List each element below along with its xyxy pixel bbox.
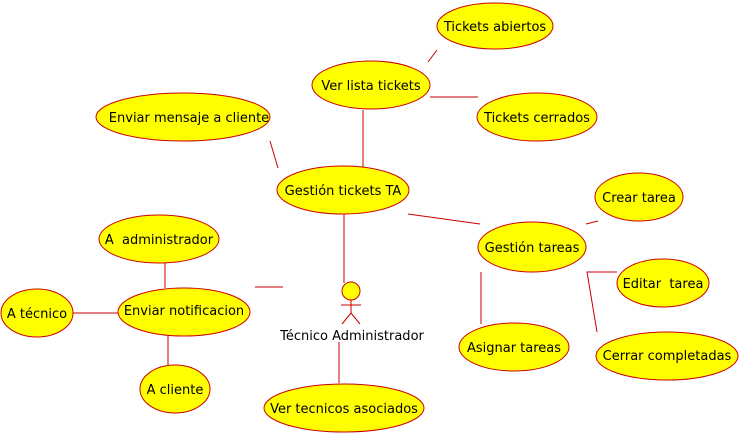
usecase-ver-lista-tickets[interactable]: Ver lista tickets [311, 60, 431, 110]
usecase-cerrar-completadas[interactable]: Cerrar completadas [595, 331, 739, 381]
usecase-gestion-tickets-ta[interactable]: Gestión tickets TA [276, 165, 410, 215]
actor-right-leg [350, 312, 361, 325]
usecase-enviar-notificacion[interactable]: Enviar notificacion [117, 287, 251, 337]
usecase-label: Editar tarea [623, 277, 704, 292]
usecase-label: Asignar tareas [467, 341, 561, 356]
usecase-tickets-cerrados[interactable]: Tickets cerrados [476, 92, 598, 142]
actor-head [341, 281, 361, 301]
link-ver-lista-to-abiertos [427, 49, 438, 63]
usecase-a-administrador[interactable]: A administrador [98, 214, 220, 264]
link-gestion-tareas-to-editar-cerrar [586, 271, 617, 333]
usecase-label: Gestión tareas [485, 241, 580, 256]
actor-left-leg [341, 312, 352, 325]
usecase-label: Tickets abiertos [443, 20, 547, 35]
link-gestion-tareas-to-crear [585, 220, 599, 225]
usecase-label: Ver tecnicos asociados [270, 402, 418, 417]
usecase-crear-tarea[interactable]: Crear tarea [594, 172, 684, 222]
usecase-label: Enviar mensaje a cliente [109, 111, 269, 126]
usecase-label: A cliente [147, 383, 204, 398]
connectors [73, 49, 617, 383]
usecase-label: A técnico [7, 307, 67, 322]
usecase-gestion-tareas[interactable]: Gestión tareas [477, 221, 587, 273]
usecase-asignar-tareas[interactable]: Asignar tareas [458, 322, 570, 372]
usecase-label: Ver lista tickets [321, 79, 421, 94]
usecase-a-cliente[interactable]: A cliente [139, 364, 211, 414]
actor-tecnico-administrador: Técnico Administrador [279, 281, 425, 344]
usecase-ver-tecnicos-asociados[interactable]: Ver tecnicos asociados [263, 383, 425, 433]
link-mensaje-to-gestion-ta [269, 140, 279, 169]
usecase-label: Cerrar completadas [603, 349, 732, 364]
usecase-editar-tarea[interactable]: Editar tarea [616, 258, 710, 308]
usecase-label: Tickets cerrados [483, 111, 590, 126]
usecase-label: A administrador [105, 233, 214, 248]
actor-label: Técnico Administrador [279, 329, 424, 344]
usecase-tickets-abiertos[interactable]: Tickets abiertos [436, 2, 554, 50]
usecase-label: Crear tarea [602, 191, 676, 206]
link-gestion-ta-to-gestion-tareas [407, 213, 481, 225]
usecase-a-tecnico[interactable]: A técnico [0, 288, 74, 338]
usecase-label: Enviar notificacion [124, 304, 244, 319]
usecase-enviar-mensaje-cliente[interactable]: Enviar mensaje a cliente [95, 92, 271, 142]
usecase-label: Gestión tickets TA [285, 184, 402, 199]
